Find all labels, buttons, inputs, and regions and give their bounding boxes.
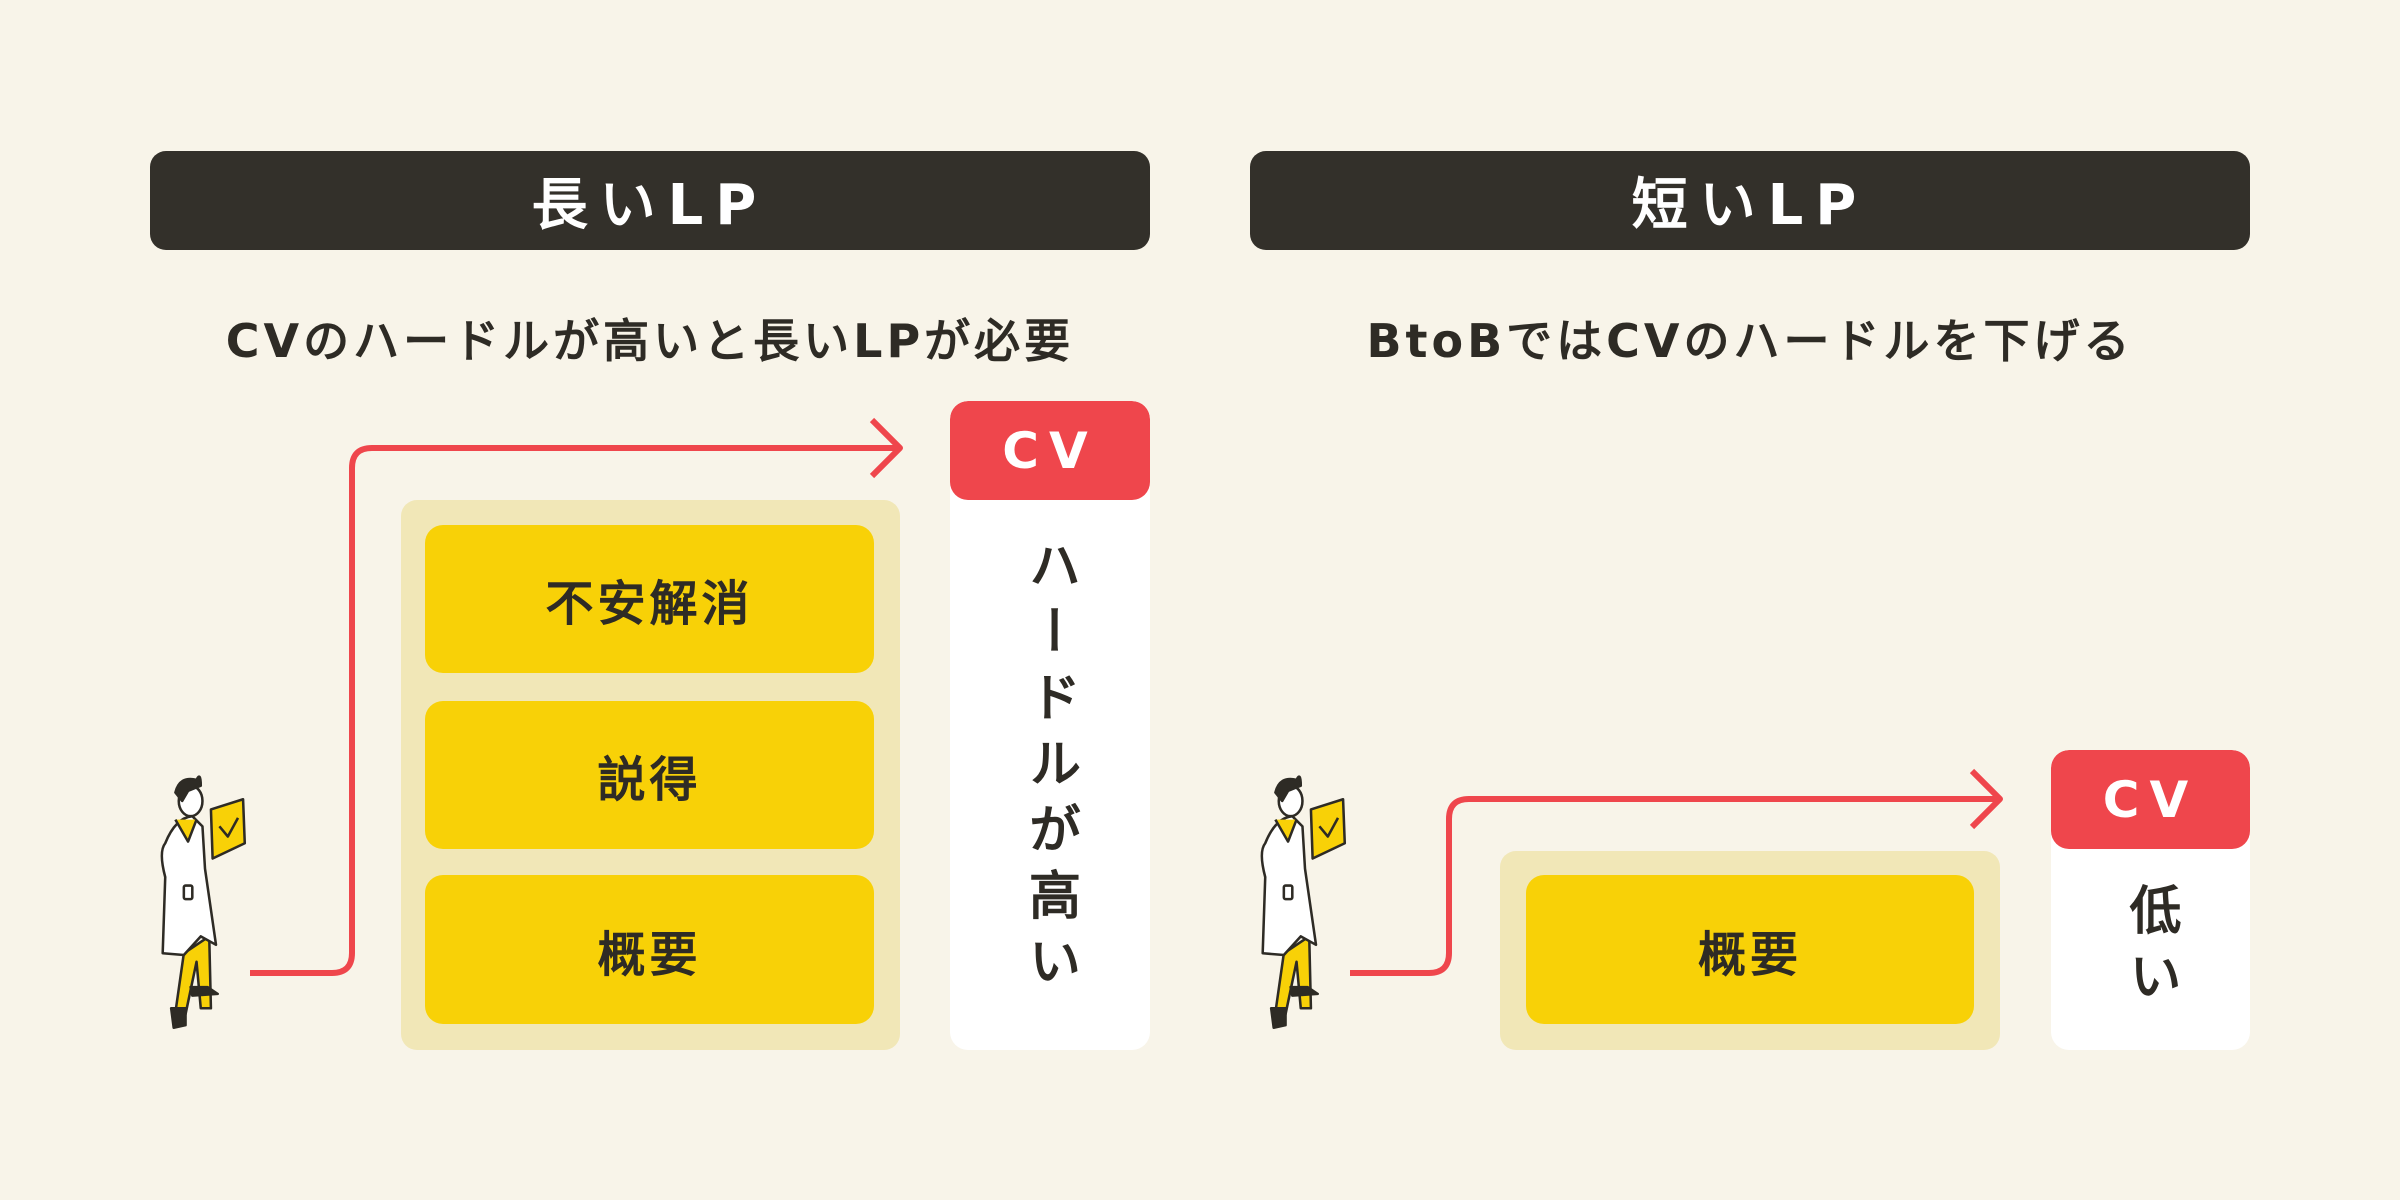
step-overview: 概要 bbox=[1526, 875, 1974, 1024]
step-overview: 概要 bbox=[425, 875, 874, 1024]
cv-label: CV bbox=[2051, 750, 2250, 849]
left-title: 長いLP bbox=[150, 151, 1150, 250]
left-subtitle: CVのハードルが高いと長いLPが必要 bbox=[225, 314, 1075, 368]
right-flow-arrow bbox=[1350, 796, 2000, 976]
person-illustration bbox=[160, 775, 247, 1029]
step-anxiety-relief: 不安解消 bbox=[425, 525, 874, 673]
cv-label: CV bbox=[950, 401, 1150, 500]
left-cv-box: CV ハードルが高い bbox=[950, 401, 1150, 1050]
right-arrowhead bbox=[1969, 768, 2003, 830]
hurdle-text: 低い bbox=[2120, 883, 2180, 1015]
left-flow-arrow bbox=[250, 445, 900, 976]
hurdle-text: ハードルが高い bbox=[1019, 538, 1080, 1000]
right-cv-box: CV 低い bbox=[2051, 750, 2250, 1050]
person-illustration bbox=[1260, 775, 1347, 1029]
right-subtitle: BtoBではCVのハードルを下げる bbox=[1366, 314, 2134, 368]
left-arrowhead bbox=[869, 417, 903, 479]
step-persuasion: 説得 bbox=[425, 701, 874, 849]
right-title: 短いLP bbox=[1250, 151, 2250, 250]
